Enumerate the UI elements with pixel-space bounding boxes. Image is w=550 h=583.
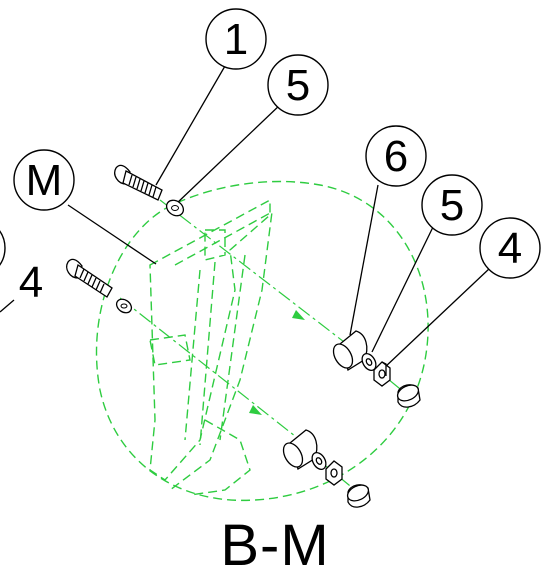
callout-1-circle	[205, 8, 267, 70]
lower-washer-b	[311, 451, 327, 471]
lower-bolt	[66, 258, 113, 298]
callout-6-label: 6	[384, 132, 408, 181]
bracket-detail-dashed	[95, 180, 429, 502]
bracket-rib-2	[149, 334, 191, 366]
upper-bolt-axis	[159, 199, 349, 346]
callout-6: 6	[365, 125, 427, 187]
callout-4-left-circle	[0, 230, 6, 266]
callout-5a-circle	[267, 54, 329, 116]
callout-M-circle	[13, 149, 75, 211]
axis-arrowheads	[249, 310, 305, 415]
leader-lines	[0, 65, 491, 369]
callout-5a-label: 5	[286, 61, 310, 110]
callout-1-label: 1	[224, 15, 248, 64]
bracket-plate-rear	[169, 210, 273, 491]
callout-4-left: 4	[0, 230, 43, 307]
upper-bolt	[114, 164, 163, 201]
lower-axis-arrowhead	[249, 405, 262, 415]
bracket-edge-lines	[184, 254, 246, 446]
leader-6	[349, 184, 379, 336]
callout-5a: 5	[267, 54, 329, 116]
callout-1: 1	[205, 8, 267, 70]
bracket-plate-front	[149, 198, 271, 481]
callout-4-left-label: 4	[19, 258, 43, 307]
leader-5a	[175, 102, 283, 205]
callout-4b-label: 4	[498, 224, 522, 273]
callout-4b: 4	[479, 217, 541, 279]
leader-5b	[371, 224, 435, 353]
lower-bolt-axis	[119, 297, 301, 441]
callout-M: M	[13, 149, 75, 211]
leader-4left	[0, 299, 15, 313]
bracket-tab-low	[189, 419, 251, 496]
callout-5b-circle	[421, 174, 483, 236]
detail-view-caption: B-M	[220, 513, 330, 578]
lower-cap	[346, 484, 371, 508]
callout-4b-circle	[479, 217, 541, 279]
callout-5b: 5	[421, 174, 483, 236]
leader-1	[155, 65, 226, 186]
upper-nut-4	[373, 361, 391, 387]
leader-M	[67, 204, 157, 265]
lower-spacer	[282, 429, 318, 470]
leader-4b	[383, 267, 491, 369]
lower-washer	[115, 298, 133, 314]
callout-M-label: M	[26, 156, 63, 205]
detail-boundary-ellipse	[95, 180, 429, 502]
upper-spacer-6	[332, 330, 368, 371]
upper-bolt-thread	[128, 174, 157, 198]
upper-axis-arrowhead	[292, 310, 305, 320]
lower-bolt-shank	[74, 263, 113, 298]
lower-bolt-thread	[79, 268, 105, 294]
bracket-rib-1	[204, 229, 226, 261]
lower-nut	[325, 460, 343, 486]
callout-5b-label: 5	[440, 181, 464, 230]
callout-6-circle	[365, 125, 427, 187]
upper-cap	[396, 384, 421, 408]
upper-washer-5	[165, 199, 185, 217]
